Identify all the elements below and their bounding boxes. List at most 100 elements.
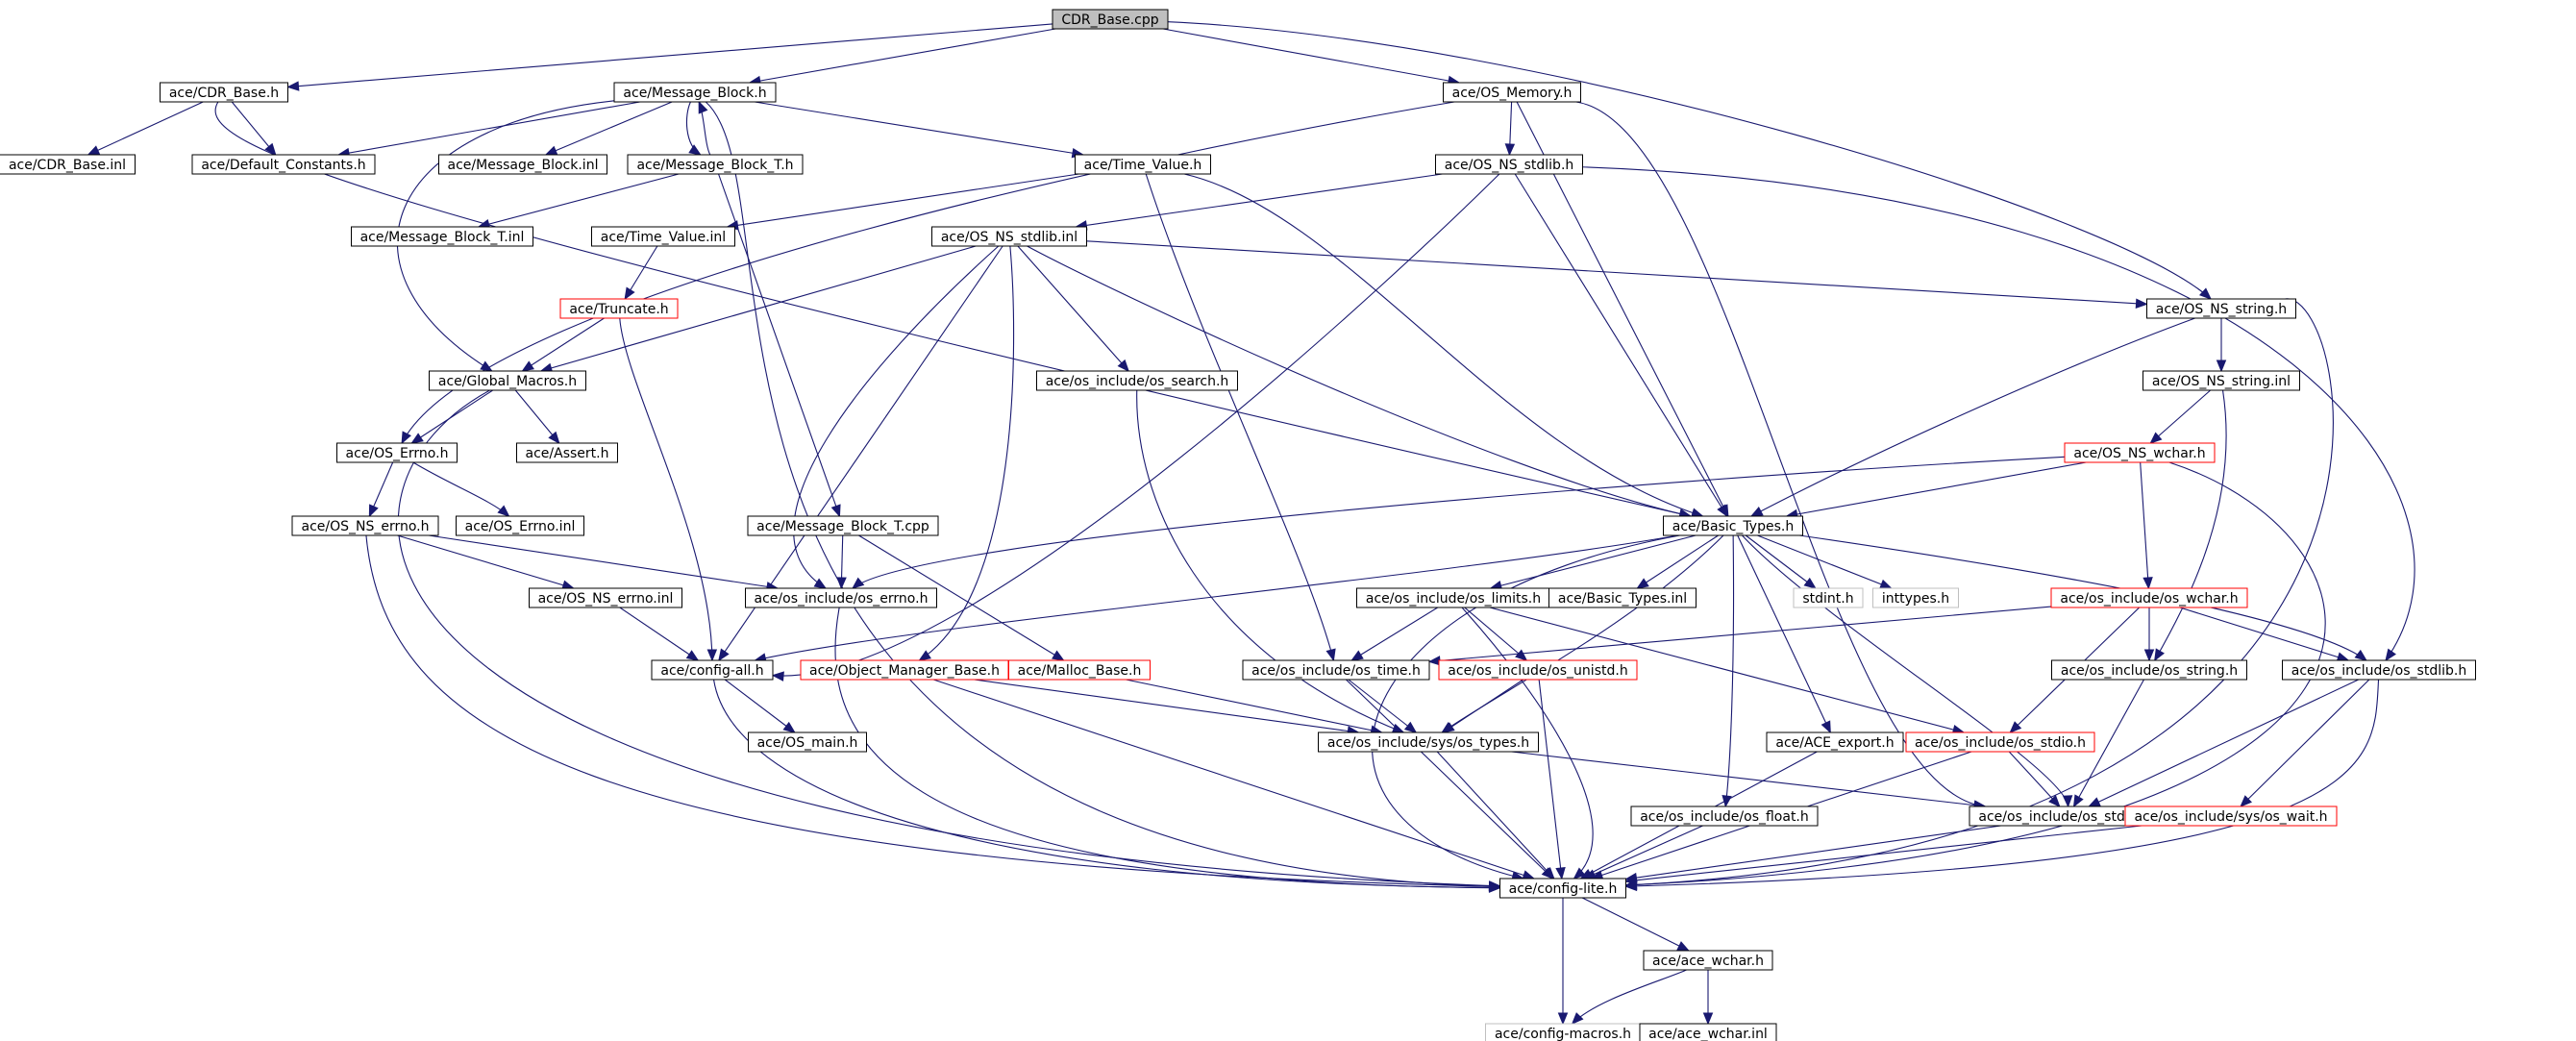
- node-ace-config-lite-h[interactable]: ace/config-lite.h: [1499, 878, 1626, 899]
- node-stdint-h[interactable]: stdint.h: [1793, 587, 1864, 608]
- node-ace-config-all-h[interactable]: ace/config-all.h: [651, 659, 774, 681]
- node-ace-ace-export-h[interactable]: ace/ACE_export.h: [1766, 731, 1904, 753]
- node-ace-message-block-t-inl[interactable]: ace/Message_Block_T.inl: [351, 226, 533, 247]
- node-ace-os-main-h[interactable]: ace/OS_main.h: [748, 731, 867, 753]
- edge-arrowhead: [1515, 649, 1528, 661]
- node-box[interactable]: [745, 587, 937, 608]
- node-box[interactable]: [651, 659, 774, 681]
- node-box[interactable]: [1075, 154, 1211, 175]
- node-ace-os-memory-h[interactable]: ace/OS_Memory.h: [1443, 82, 1581, 103]
- node-ace-default-constants-h[interactable]: ace/Default_Constants.h: [191, 154, 376, 175]
- node-ace-ace-wchar-h[interactable]: ace/ace_wchar.h: [1643, 950, 1773, 971]
- node-box[interactable]: [429, 370, 586, 391]
- node-box[interactable]: [160, 82, 288, 103]
- node-ace-os-ns-stdlib-inl[interactable]: ace/OS_NS_stdlib.inl: [931, 226, 1087, 247]
- node-ace-os-ns-stdlib-h[interactable]: ace/OS_NS_stdlib.h: [1435, 154, 1583, 175]
- node-ace-os-errno-inl[interactable]: ace/OS_Errno.inl: [456, 515, 584, 536]
- node-ace-os-include-sys-os-wait-h[interactable]: ace/os_include/sys/os_wait.h: [2124, 806, 2338, 827]
- node-ace-os-include-os-stdlib-h[interactable]: ace/os_include/os_stdlib.h: [2282, 659, 2476, 681]
- edge-line: [2149, 389, 2212, 444]
- node-ace-os-ns-wchar-h[interactable]: ace/OS_NS_wchar.h: [2064, 442, 2216, 463]
- node-box[interactable]: [1643, 950, 1773, 971]
- node-ace-os-include-os-errno-h[interactable]: ace/os_include/os_errno.h: [745, 587, 937, 608]
- node-box[interactable]: [559, 298, 679, 319]
- edge-ace-basic-types-h-to-ace-os-include-os-limits-h: [1489, 534, 1697, 591]
- edge-line: [619, 607, 699, 661]
- node-box[interactable]: [1630, 806, 1819, 827]
- node-box[interactable]: [438, 154, 607, 175]
- node-box[interactable]: [591, 226, 735, 247]
- node-box[interactable]: [456, 515, 584, 536]
- node-box[interactable]: [2051, 659, 2247, 681]
- node-box[interactable]: [529, 587, 682, 608]
- node-box[interactable]: [1499, 878, 1626, 899]
- node-ace-basic-types-inl[interactable]: ace/Basic_Types.inl: [1548, 587, 1697, 608]
- node-ace-os-include-os-unistd-h[interactable]: ace/os_include/os_unistd.h: [1438, 659, 1638, 681]
- node-box[interactable]: [1766, 731, 1904, 753]
- node-ace-os-include-os-stdio-h[interactable]: ace/os_include/os_stdio.h: [1905, 731, 2095, 753]
- node-box[interactable]: [748, 731, 867, 753]
- node-ace-assert-h[interactable]: ace/Assert.h: [516, 442, 618, 463]
- node-ace-os-include-os-stddef-h[interactable]: ace/os_include/os_stddef.h: [1969, 806, 2168, 827]
- node-box[interactable]: [2282, 659, 2476, 681]
- node-box[interactable]: [1435, 154, 1583, 175]
- node-ace-cdr-base-h[interactable]: ace/CDR_Base.h: [160, 82, 288, 103]
- node-box[interactable]: [1036, 370, 1238, 391]
- node-ace-os-include-os-limits-h[interactable]: ace/os_include/os_limits.h: [1356, 587, 1550, 608]
- node-ace-os-include-os-search-h[interactable]: ace/os_include/os_search.h: [1036, 370, 1238, 391]
- node-box[interactable]: [0, 154, 136, 175]
- node-box[interactable]: [931, 226, 1087, 247]
- node-box[interactable]: [291, 515, 439, 536]
- node-box[interactable]: [1663, 515, 1803, 536]
- node-box[interactable]: [516, 442, 618, 463]
- node-ace-os-ns-errno-h[interactable]: ace/OS_NS_errno.h: [291, 515, 439, 536]
- node-box[interactable]: [191, 154, 376, 175]
- node-box[interactable]: [1242, 659, 1430, 681]
- node-ace-object-manager-base-h[interactable]: ace/Object_Manager_Base.h: [800, 659, 1009, 681]
- node-box[interactable]: [1548, 587, 1697, 608]
- node-ace-message-block-t-cpp[interactable]: ace/Message_Block_T.cpp: [747, 515, 939, 536]
- node-box[interactable]: [1905, 731, 2095, 753]
- node-ace-os-ns-errno-inl[interactable]: ace/OS_NS_errno.inl: [529, 587, 682, 608]
- node-ace-basic-types-h[interactable]: ace/Basic_Types.h: [1663, 515, 1803, 536]
- node-box[interactable]: [2064, 442, 2216, 463]
- node-ace-cdr-base-inl[interactable]: ace/CDR_Base.inl: [0, 154, 136, 175]
- node-ace-os-ns-string-inl[interactable]: ace/OS_NS_string.inl: [2143, 370, 2300, 391]
- node-ace-time-value-h[interactable]: ace/Time_Value.h: [1075, 154, 1211, 175]
- node-box[interactable]: [747, 515, 939, 536]
- node-box[interactable]: [1639, 1023, 1777, 1041]
- node-ace-truncate-h[interactable]: ace/Truncate.h: [559, 298, 679, 319]
- node-box[interactable]: [1318, 731, 1539, 753]
- node-box[interactable]: [2143, 370, 2300, 391]
- node-ace-message-block-t-h[interactable]: ace/Message_Block_T.h: [627, 154, 804, 175]
- node-ace-os-errno-h[interactable]: ace/OS_Errno.h: [336, 442, 458, 463]
- node-box[interactable]: [1008, 659, 1151, 681]
- node-ace-os-ns-string-h[interactable]: ace/OS_NS_string.h: [2146, 298, 2296, 319]
- node-box[interactable]: [1052, 9, 1169, 30]
- node-ace-os-include-sys-os-types-h[interactable]: ace/os_include/sys/os_types.h: [1318, 731, 1539, 753]
- node-ace-os-include-os-float-h[interactable]: ace/os_include/os_float.h: [1630, 806, 1819, 827]
- node-box[interactable]: [2050, 587, 2248, 608]
- node-ace-os-include-os-string-h[interactable]: ace/os_include/os_string.h: [2051, 659, 2247, 681]
- node-cdr-base-cpp[interactable]: CDR_Base.cpp: [1052, 9, 1169, 30]
- node-ace-malloc-base-h[interactable]: ace/Malloc_Base.h: [1008, 659, 1151, 681]
- node-ace-os-include-os-time-h[interactable]: ace/os_include/os_time.h: [1242, 659, 1430, 681]
- node-box[interactable]: [1443, 82, 1581, 103]
- node-ace-time-value-inl[interactable]: ace/Time_Value.inl: [591, 226, 735, 247]
- node-box[interactable]: [351, 226, 533, 247]
- node-box[interactable]: [336, 442, 458, 463]
- node-ace-os-include-os-wchar-h[interactable]: ace/os_include/os_wchar.h: [2050, 587, 2248, 608]
- node-ace-global-macros-h[interactable]: ace/Global_Macros.h: [429, 370, 586, 391]
- node-ace-ace-wchar-inl[interactable]: ace/ace_wchar.inl: [1639, 1023, 1777, 1041]
- node-box[interactable]: [613, 82, 777, 103]
- node-box[interactable]: [1438, 659, 1638, 681]
- node-box[interactable]: [1872, 587, 1959, 608]
- node-box[interactable]: [2124, 806, 2338, 827]
- node-ace-config-macros-h[interactable]: ace/config-macros.h: [1485, 1023, 1641, 1041]
- node-box[interactable]: [627, 154, 804, 175]
- node-box[interactable]: [1793, 587, 1864, 608]
- node-ace-message-block-h[interactable]: ace/Message_Block.h: [613, 82, 777, 103]
- node-box[interactable]: [2146, 298, 2296, 319]
- node-inttypes-h[interactable]: inttypes.h: [1872, 587, 1959, 608]
- node-ace-message-block-inl[interactable]: ace/Message_Block.inl: [438, 154, 607, 175]
